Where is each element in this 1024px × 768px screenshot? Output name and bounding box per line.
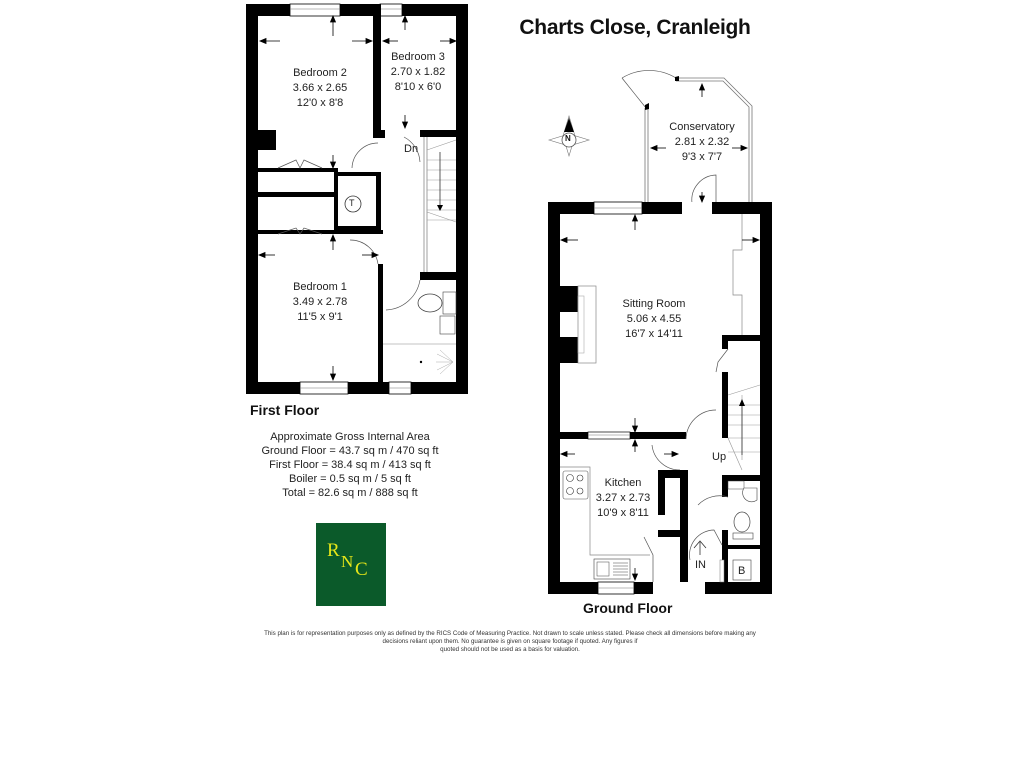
room-metric: 3.49 x 2.78 [292,296,348,308]
disclaimer: This plan is for representation purposes… [230,630,790,654]
room-metric: 3.27 x 2.73 [595,492,651,504]
disclaimer-line-3: quoted should not be used as a basis for… [440,646,580,653]
disclaimer-line-2: decisions reliant upon them. No guarante… [382,638,638,645]
room-name: Bedroom 3 [391,51,445,63]
room-imperial: 11'5 x 9'1 [297,311,343,323]
logo-letter-r: R [327,540,340,561]
room-name: Conservatory [669,121,735,133]
area-line-total: Total = 82.6 sq m / 888 sq ft [282,487,418,499]
room-name: Sitting Room [622,298,686,310]
entrance-label: IN [695,559,706,571]
room-metric: 3.66 x 2.65 [292,82,348,94]
first-floor-label: First Floor [250,402,320,418]
page-title: Charts Close, Cranleigh [519,16,751,39]
room-name: Kitchen [604,477,642,489]
area-heading: Approximate Gross Internal Area [270,431,430,443]
boiler-label: B [738,565,746,577]
room-label-bedroom-1: Bedroom 1 3.49 x 2.78 11'5 x 9'1 [270,280,370,325]
disclaimer-line-1: This plan is for representation purposes… [264,630,756,637]
room-metric: 2.81 x 2.32 [674,136,730,148]
stairs-down-label: Dn [404,143,419,155]
room-name: Bedroom 1 [293,281,347,293]
room-label-conservatory: Conservatory 2.81 x 2.32 9'3 x 7'7 [652,120,752,165]
room-imperial: 9'3 x 7'7 [681,151,723,163]
room-label-sitting-room: Sitting Room 5.06 x 4.55 16'7 x 14'11 [604,297,704,342]
room-label-bedroom-2: Bedroom 2 3.66 x 2.65 12'0 x 8'8 [270,66,370,111]
room-metric: 2.70 x 1.82 [390,66,446,78]
ground-floor-label: Ground Floor [583,600,673,616]
room-imperial: 10'9 x 8'11 [597,507,649,519]
gross-internal-area: Approximate Gross Internal Area Ground F… [250,430,450,500]
area-line-boiler: Boiler = 0.5 sq m / 5 sq ft [289,473,411,485]
tank-label: T [349,198,355,208]
room-imperial: 8'10 x 6'0 [394,81,442,93]
first-floor-plan [246,3,468,395]
room-label-kitchen: Kitchen 3.27 x 2.73 10'9 x 8'11 [573,476,673,521]
agency-logo [316,523,386,606]
room-label-bedroom-3: Bedroom 3 2.70 x 1.82 8'10 x 6'0 [378,50,458,95]
area-line-first-floor: First Floor = 38.4 sq m / 413 sq ft [269,459,431,471]
room-imperial: 12'0 x 8'8 [296,97,344,109]
logo-letter-c: C [355,559,368,580]
area-line-ground-floor: Ground Floor = 43.7 sq m / 470 sq ft [261,445,439,457]
compass-north-icon [547,114,591,158]
stairs-up-label: Up [712,451,727,463]
compass-label: N [565,134,571,143]
room-name: Bedroom 2 [293,67,347,79]
room-metric: 5.06 x 4.55 [626,313,682,325]
room-imperial: 16'7 x 14'11 [625,328,683,340]
logo-letter-n: N [341,552,354,571]
ground-floor-plan [548,70,772,595]
